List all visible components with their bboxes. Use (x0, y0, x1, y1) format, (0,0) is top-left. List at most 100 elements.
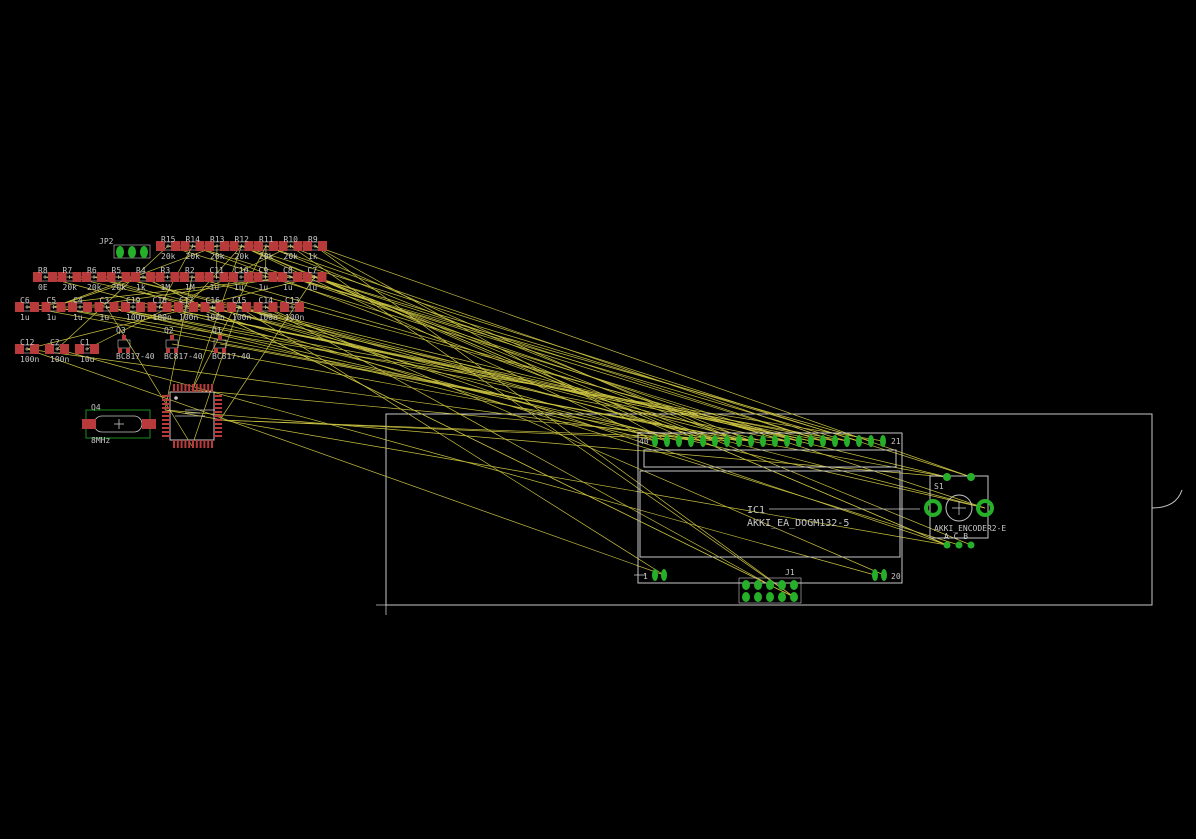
c12-pad-2[interactable] (30, 344, 39, 354)
mcu-pin-top[interactable] (195, 384, 198, 392)
c14-pad-2[interactable] (268, 302, 278, 312)
c17-pad-1[interactable] (174, 302, 183, 312)
c18-pad-1[interactable] (147, 302, 157, 312)
mcu-pin-top[interactable] (180, 384, 183, 392)
c18-pad-2[interactable] (162, 302, 172, 312)
ic1-pad-1[interactable] (652, 569, 658, 581)
mcu-pin-bottom[interactable] (207, 440, 210, 448)
r15-pad-1[interactable] (156, 241, 165, 251)
j1-pad-bottom[interactable] (754, 592, 762, 602)
mcu-pin-top[interactable] (199, 384, 202, 392)
c6-pad-2[interactable] (30, 302, 39, 312)
ic1-pad-top[interactable] (664, 435, 670, 447)
mcu-pin-top[interactable] (192, 384, 194, 392)
mcu-pin-top[interactable] (184, 384, 187, 392)
c5-pad-1[interactable] (41, 302, 51, 312)
mcu-pin-top[interactable] (203, 384, 206, 392)
mcu-pin-top[interactable] (173, 384, 175, 392)
connector-j1[interactable]: J1 (738, 568, 802, 604)
c2-pad-2[interactable] (60, 344, 69, 354)
mcu-pin-left[interactable] (162, 431, 170, 433)
ic1-pad-top[interactable] (700, 435, 706, 447)
c11-pad-1[interactable] (204, 272, 214, 282)
r5-pad-1[interactable] (106, 272, 116, 282)
mcu-pin-left[interactable] (162, 407, 170, 409)
mcu-pin-right[interactable] (214, 407, 222, 409)
mcu-pin-bottom[interactable] (188, 440, 191, 448)
j1-pad-top[interactable] (766, 580, 774, 590)
c4-pad-2[interactable] (83, 302, 92, 312)
mcu-pin-right[interactable] (214, 399, 222, 401)
r14-pad-1[interactable] (180, 241, 190, 251)
mcu-pin-bottom[interactable] (199, 440, 202, 448)
mcu-pin-top[interactable] (211, 384, 213, 392)
c3-pad-1[interactable] (94, 302, 104, 312)
c4-pad-1[interactable] (68, 302, 77, 312)
c10-pad-1[interactable] (229, 272, 238, 282)
mcu-pin-right[interactable] (214, 419, 222, 421)
mcu-pin-right[interactable] (214, 431, 222, 433)
mcu-pin-left[interactable] (162, 403, 170, 405)
ic1-pad-top[interactable] (652, 435, 658, 447)
q4-pad-1[interactable] (82, 419, 96, 429)
c15-pad-1[interactable] (227, 302, 236, 312)
j1-pad-top[interactable] (790, 580, 798, 590)
mcu-pin-left[interactable] (162, 415, 170, 417)
r7-pad-1[interactable] (57, 272, 67, 282)
s1-pad-a[interactable] (943, 541, 951, 549)
c6-pad-1[interactable] (15, 302, 24, 312)
c13-pad-1[interactable] (280, 302, 289, 312)
r6-pad-2[interactable] (97, 272, 106, 282)
q3-pad-c[interactable] (122, 335, 126, 340)
j1-pad-bottom[interactable] (778, 592, 786, 602)
mcu-pin-left[interactable] (162, 395, 170, 397)
mcu-pin-bottom[interactable] (211, 440, 213, 448)
s1-pad-b[interactable] (967, 541, 975, 549)
c16-pad-2[interactable] (215, 302, 225, 312)
jp2-pad-2[interactable] (128, 246, 136, 258)
c13-pad-2[interactable] (295, 302, 304, 312)
r12-pad-1[interactable] (229, 241, 239, 251)
r8-pad-2[interactable] (48, 272, 57, 282)
mcu-pin-left[interactable] (162, 399, 170, 401)
s1-switch-pad-1[interactable] (943, 473, 951, 481)
s1-pad-c[interactable] (955, 541, 963, 549)
ic1-pad-top[interactable] (808, 435, 814, 447)
mcu-pin-top[interactable] (207, 384, 210, 392)
c5-pad-2[interactable] (56, 302, 66, 312)
c19-pad-2[interactable] (136, 302, 145, 312)
j1-pad-top[interactable] (742, 580, 750, 590)
display-ic1[interactable]: 40 21 1 20 IC1 AKKI_EA_DOGM132-5 (634, 432, 920, 584)
c2-pad-1[interactable] (45, 344, 54, 354)
r2-pad-2[interactable] (195, 272, 204, 282)
mcu-pin-right[interactable] (214, 411, 222, 413)
c8-pad-2[interactable] (293, 272, 302, 282)
c7-pad-2[interactable] (317, 272, 327, 282)
ic1-pad-top[interactable] (712, 435, 718, 447)
mcu-pin-left[interactable] (162, 411, 170, 413)
ic1-pad-top[interactable] (844, 435, 850, 447)
mcu-pin-bottom[interactable] (192, 440, 194, 448)
mcu-pin-left[interactable] (162, 423, 170, 425)
